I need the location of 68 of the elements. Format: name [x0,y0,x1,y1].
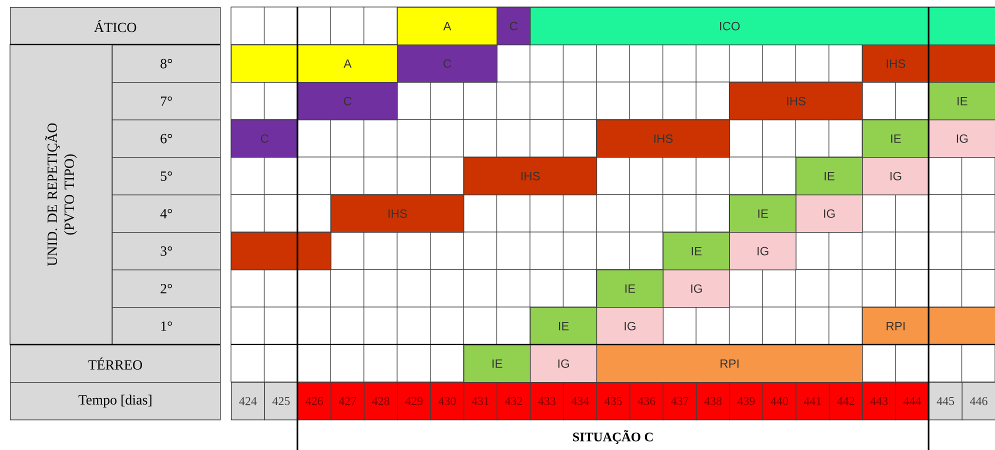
section-label: SITUAÇÃO C [573,430,653,444]
task-bar: IHS [729,82,863,120]
day-cell: 431 [464,382,498,420]
task-bar: IE [928,82,995,120]
day-cell: 429 [397,382,432,420]
day-cell: 435 [596,382,630,420]
day-cell: 430 [430,382,464,420]
task-bar: IHS [464,157,598,196]
task-bar: IHS [330,194,464,233]
day-cell: 441 [796,382,830,420]
day-cell: 443 [862,382,896,420]
task-bar: IE [530,307,598,346]
day-cell: 444 [895,382,930,420]
day-cell: 445 [928,382,962,420]
task-bar: IE [662,232,730,270]
task-bar [231,232,332,270]
task-bar: IE [796,157,863,196]
task-bar: C [297,82,398,120]
day-cell: 426 [297,382,332,420]
day-cell: 433 [530,382,564,420]
task-bar: IG [662,270,730,308]
day-cell: 440 [762,382,796,420]
day-cell: 446 [962,382,995,420]
day-cell: 442 [828,382,863,420]
task-bar: RPI [596,344,863,383]
header-cell: Tempo [dias] [10,382,221,420]
task-bar: RPI [862,307,930,346]
day-cell: 437 [662,382,697,420]
header-cell: 4° [112,194,221,233]
task-bar [928,307,995,346]
task-bar: IG [729,232,796,270]
day-cell: 434 [563,382,598,420]
task-bar: IG [530,344,598,383]
day-cell: 427 [330,382,365,420]
day-cell: 425 [264,382,298,420]
task-bar: IG [862,157,930,196]
task-bar [231,44,298,83]
header-cell: 1° [112,307,221,346]
header-cell: 8° [112,44,221,83]
task-bar: IHS [596,120,730,158]
task-bar [928,44,995,83]
header-cell: 2° [112,270,221,308]
task-bar: C [496,7,531,46]
task-bar: C [231,120,298,158]
task-bar: IE [596,270,664,308]
header-cell: 6° [112,120,221,158]
header-cell: 5° [112,157,221,196]
day-cell: 424 [231,382,265,420]
task-bar: IHS [862,44,930,83]
task-bar: IG [596,307,664,346]
day-cell: 436 [630,382,664,420]
task-bar: IG [796,194,863,233]
day-cell: 432 [496,382,531,420]
task-bar: A [397,7,498,46]
task-bar: IE [464,344,531,383]
task-bar: IE [729,194,796,233]
day-cell: 438 [696,382,730,420]
task-bar [928,7,995,46]
day-cell: 428 [364,382,398,420]
task-bar: C [397,44,498,83]
task-bar: A [297,44,398,83]
task-bar: IE [862,120,930,158]
header-cell: 3° [112,232,221,270]
day-cell: 439 [729,382,764,420]
header-cell: TÉRREO [10,344,221,383]
header-cell: 7° [112,82,221,120]
header-cell: ÁTICO [10,7,221,46]
task-bar: IG [928,120,995,158]
